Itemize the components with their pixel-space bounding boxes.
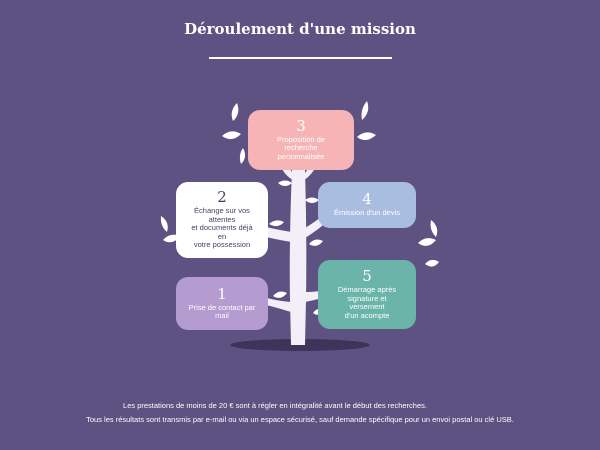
- step-2-text: Échange sur vos attentes et documents dé…: [191, 206, 253, 250]
- leaf-icon: [239, 148, 246, 164]
- page-title: Déroulement d'une mission: [184, 20, 416, 38]
- step-3-number: 3: [296, 116, 306, 135]
- tree-trunk: [289, 170, 307, 345]
- step-5-text: Démarrage après signature et versement d…: [337, 285, 397, 320]
- leaf-icon: [231, 103, 239, 121]
- leaf-icon: [278, 180, 292, 186]
- step-1-text: Prise de contact par mail: [188, 302, 256, 320]
- branch-right-lower: [305, 290, 322, 302]
- step-4-text: Émission d'un devis: [333, 208, 401, 218]
- leaf-icon: [222, 131, 241, 140]
- leaf-icon: [361, 101, 369, 120]
- step-2-number: 2: [217, 188, 227, 207]
- leaf-icon: [273, 291, 287, 298]
- branch-left-lower: [262, 296, 291, 312]
- leaf-icon: [305, 197, 319, 203]
- leaf-icon: [430, 220, 438, 237]
- leaf-icon: [160, 216, 168, 232]
- title-underline: [209, 57, 392, 59]
- leaf-icon: [425, 259, 439, 267]
- step-1-box: 1 Prise de contact par mail: [176, 277, 268, 330]
- step-5-number: 5: [362, 267, 372, 285]
- branch-left-upper: [262, 226, 292, 242]
- step-4-number: 4: [362, 190, 372, 209]
- leaf-icon: [269, 220, 284, 227]
- step-3-text: Proposition de recherche personnalisée: [277, 134, 325, 161]
- step-2-box: 2 Échange sur vos attentes et documents …: [176, 182, 268, 258]
- footer-note-delivery: Tous les résultats sont transmis par e-m…: [86, 415, 514, 424]
- leaf-icon: [418, 238, 436, 246]
- step-1-number: 1: [217, 284, 227, 303]
- leaf-icon: [357, 132, 376, 141]
- step-5-box: 5 Démarrage après signature et versement…: [318, 260, 416, 329]
- step-3-box: 3 Proposition de recherche personnalisée: [248, 110, 354, 170]
- leaf-icon: [309, 239, 323, 246]
- footer-note-payment: Les prestations de moins de 20 € sont à …: [123, 401, 427, 410]
- step-4-box: 4 Émission d'un devis: [318, 182, 416, 228]
